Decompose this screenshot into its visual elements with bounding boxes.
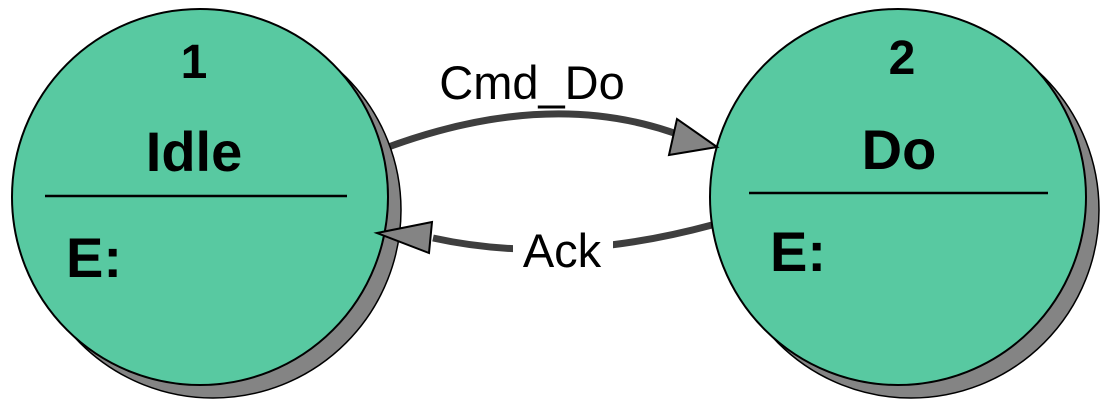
- transition-ack-label[interactable]: Ack: [523, 224, 602, 277]
- arrowhead-left-icon[interactable]: [373, 220, 434, 255]
- state-do-number: 2: [889, 32, 916, 85]
- state-idle-entry-label: E:: [66, 226, 122, 289]
- state-idle-number: 1: [181, 36, 208, 89]
- transition-cmd-do-label[interactable]: Cmd_Do: [439, 56, 624, 109]
- state-do-circle[interactable]: [709, 8, 1087, 386]
- state-idle-name: Idle: [146, 120, 242, 183]
- state-do-entry-label: E:: [770, 220, 826, 283]
- transition-cmd-do-path[interactable]: [381, 110, 676, 153]
- ack-label-background: [513, 223, 613, 273]
- arrowhead-right-icon[interactable]: [667, 117, 720, 157]
- state-do-name: Do: [862, 118, 937, 181]
